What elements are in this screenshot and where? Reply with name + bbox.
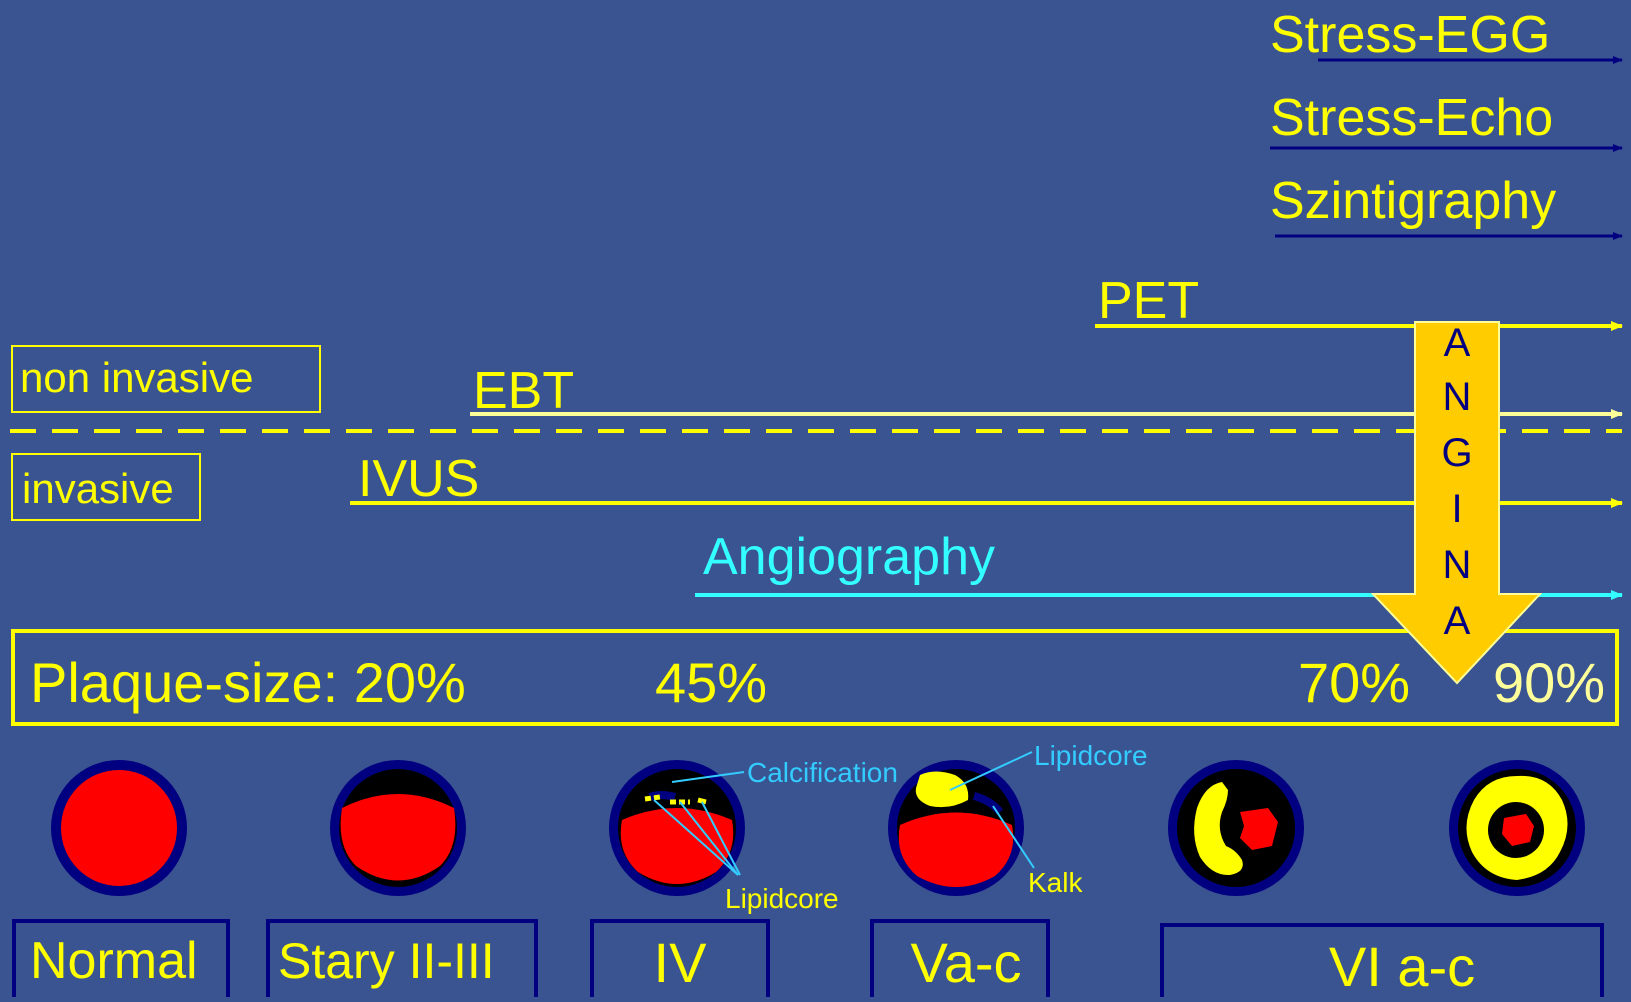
lipidcore-label-va: Lipidcore [1034,740,1148,771]
szintigraphy-label: Szintigraphy [1270,172,1556,230]
angina-letter-n1: N [1443,375,1472,419]
stage-label-normal: Normal [30,932,198,990]
stress-echo-label: Stress-Echo [1270,89,1553,147]
angina-letter-a1: A [1444,321,1471,365]
angina-letter-i: I [1451,487,1462,531]
plaque-size-label: Plaque-size: 20% [30,651,466,714]
vessel-stary [330,760,466,896]
plaque-45-label: 45% [655,651,767,714]
stress-egg-label: Stress-EGG [1270,6,1550,64]
angina-letter-a2: A [1444,599,1471,643]
vessel-normal [51,760,187,896]
lipidcore-mark-iv-3 [698,800,706,802]
angiography-label: Angiography [703,528,995,586]
lipidcore-label-iv: Lipidcore [725,883,839,914]
angina-letter-n2: N [1443,543,1472,587]
ebt-label: EBT [473,362,574,420]
stage-label-iv: IV [654,931,708,994]
kalk-label: Kalk [1028,867,1083,898]
plaque-90-label: 90% [1493,651,1605,714]
stage-label-stary: Stary II-III [278,933,495,989]
invasive-label: invasive [22,465,174,512]
stage-label-vi: VI a-c [1329,935,1475,997]
non-invasive-label: non invasive [20,354,253,401]
vessel-vi-a [1168,760,1304,896]
stage-label-va: Va-c [911,931,1022,994]
vessel-vi-c [1449,760,1585,896]
vessel-va [888,760,1024,896]
plaque-70-label: 70% [1298,651,1410,714]
calcification-label: Calcification [747,757,898,788]
pet-label: PET [1098,272,1199,330]
angina-letter-g: G [1441,431,1472,475]
ivus-label: IVUS [358,450,479,508]
